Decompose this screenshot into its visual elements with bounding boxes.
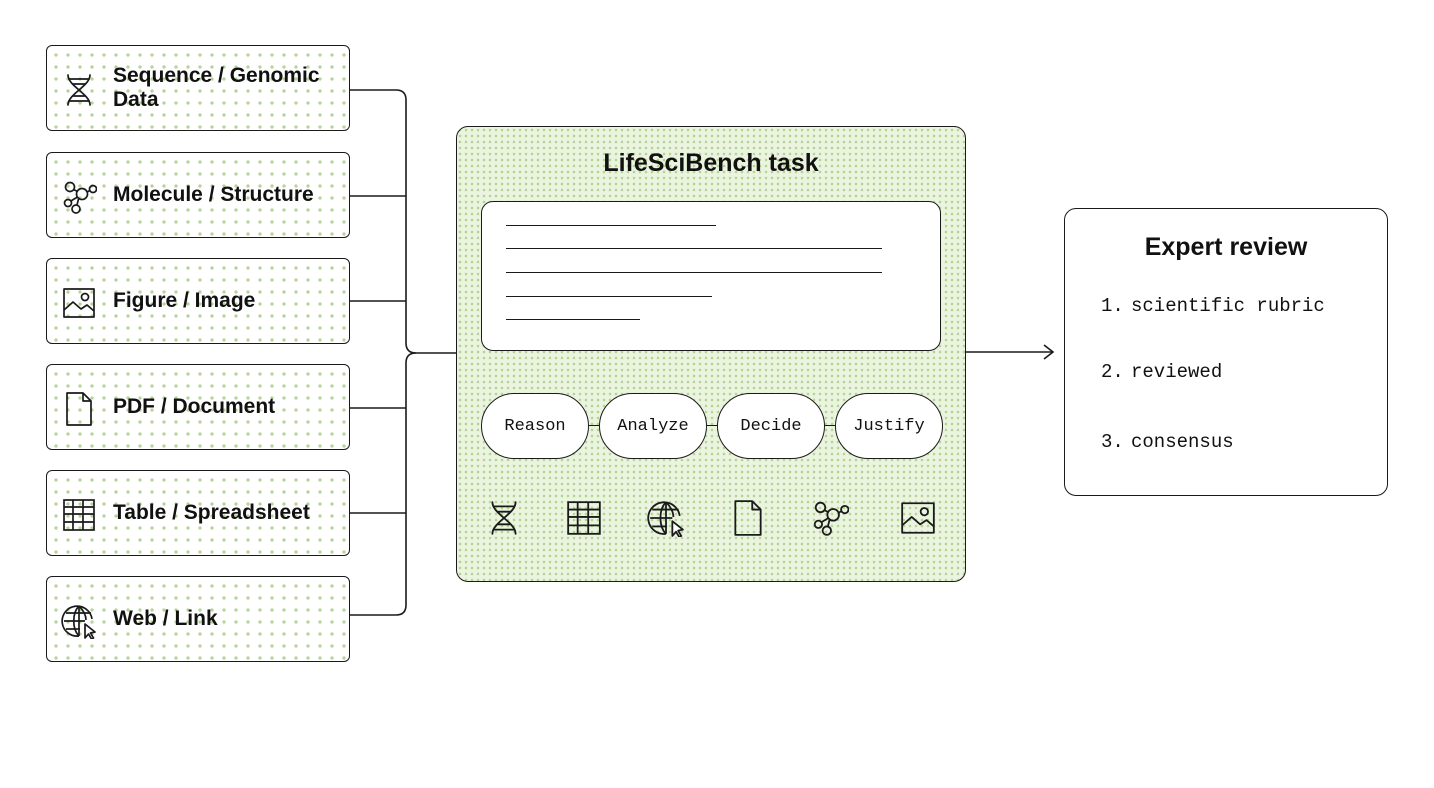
- connector-web: [350, 352, 417, 616]
- task-title: LifeSciBench task: [603, 149, 819, 177]
- step-reason: Reason: [481, 393, 589, 459]
- step-justify: Justify: [835, 393, 943, 459]
- text-placeholder-line: [506, 248, 882, 249]
- input-label: Figure / Image: [113, 289, 256, 312]
- molecule-icon: [61, 179, 97, 215]
- text-placeholder-line: [506, 296, 712, 297]
- review-item-number: 1.: [1101, 295, 1124, 317]
- input-label: PDF / Document: [113, 395, 276, 418]
- image-icon: [61, 285, 97, 321]
- globe-cursor-icon: [61, 603, 97, 639]
- table-icon: [565, 499, 603, 537]
- input-figure-image: Figure / Image: [46, 258, 350, 344]
- review-item-text: reviewed: [1131, 361, 1223, 383]
- input-table-spreadsheet: Table / Spreadsheet: [46, 470, 350, 556]
- text-placeholder-line: [506, 225, 716, 226]
- globe-cursor-icon: [647, 499, 685, 537]
- input-label: Molecule / Structure: [113, 183, 314, 206]
- input-label: Web / Link: [113, 607, 218, 630]
- review-item: 1. scientific rubric: [1101, 295, 1325, 317]
- review-item-number: 2.: [1101, 361, 1124, 383]
- step-analyze: Analyze: [599, 393, 707, 459]
- review-item-number: 3.: [1101, 431, 1124, 453]
- arrowhead: [1043, 344, 1055, 360]
- review-item: 2. reviewed: [1101, 361, 1222, 383]
- task-text-card: [481, 201, 941, 351]
- review-item: 3. consensus: [1101, 431, 1234, 453]
- step-connector: [705, 425, 717, 426]
- step-connector: [587, 425, 599, 426]
- step-decide: Decide: [717, 393, 825, 459]
- step-connector: [823, 425, 835, 426]
- input-sequence-genomic: Sequence / Genomic Data: [46, 45, 350, 131]
- input-molecule-structure: Molecule / Structure: [46, 152, 350, 238]
- text-placeholder-line: [506, 319, 640, 320]
- document-icon: [61, 391, 97, 427]
- review-title: Expert review: [1144, 233, 1308, 261]
- image-icon: [899, 499, 937, 537]
- expert-review-card: Expert review 1. scientific rubric 2. revi…: [1064, 208, 1388, 496]
- review-item-text: scientific rubric: [1131, 295, 1325, 317]
- document-icon: [729, 499, 767, 537]
- dna-icon: [485, 499, 523, 537]
- review-item-text: consensus: [1131, 431, 1234, 453]
- table-icon: [61, 497, 97, 533]
- task-panel: LifeSciBench task Reason Analyze Decide …: [456, 126, 966, 582]
- dna-icon: [61, 72, 97, 108]
- molecule-icon: [811, 499, 849, 537]
- input-pdf-document: PDF / Document: [46, 364, 350, 450]
- connector-sequence: [350, 89, 417, 354]
- input-web-link: Web / Link: [46, 576, 350, 662]
- text-placeholder-line: [506, 272, 882, 273]
- input-label: Table / Spreadsheet: [113, 501, 310, 524]
- input-label: Sequence / Genomic Data: [113, 64, 320, 111]
